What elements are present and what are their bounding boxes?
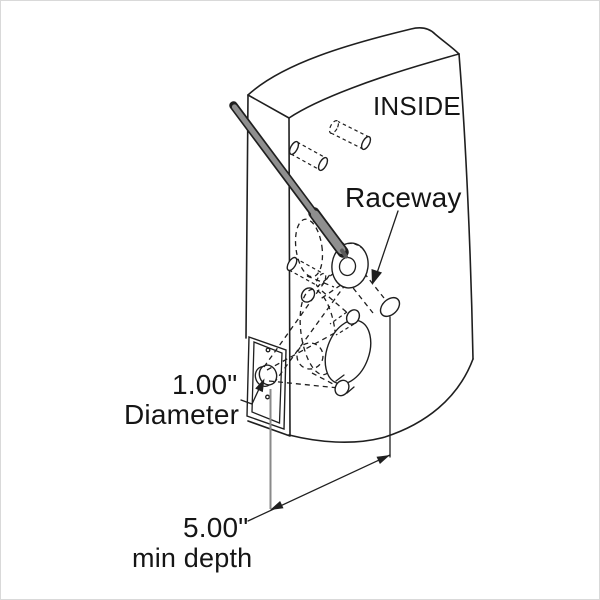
inside-label: INSIDE <box>373 91 461 121</box>
diameter-arrow <box>240 378 265 405</box>
raceway-tube <box>341 258 401 318</box>
dimension-line <box>247 454 391 522</box>
plate-screw-hole-bottom <box>265 394 270 400</box>
raceway-label: Raceway <box>345 182 462 213</box>
wall-outline <box>245 27 474 443</box>
inside-face-hole <box>324 319 372 385</box>
hole-diameter-value-label: 1.00" <box>172 369 238 400</box>
anchor-cylinder-top-right <box>328 120 372 151</box>
min-depth-value-label: 5.00" <box>183 512 249 543</box>
hole-diameter-caption-label: Diameter <box>124 399 240 430</box>
drill-rod-tool <box>229 101 349 259</box>
min-depth-caption-label: min depth <box>132 543 253 573</box>
anchor-cylinder-middle <box>286 256 327 288</box>
lower-conduit-assembly <box>296 288 372 397</box>
plate-screw-hole-top <box>265 347 271 353</box>
outlet-plate <box>246 336 287 430</box>
anchor-cylinder-top-left <box>288 140 329 172</box>
raceway-arrow <box>371 210 399 285</box>
min-depth-dimension <box>247 316 391 522</box>
